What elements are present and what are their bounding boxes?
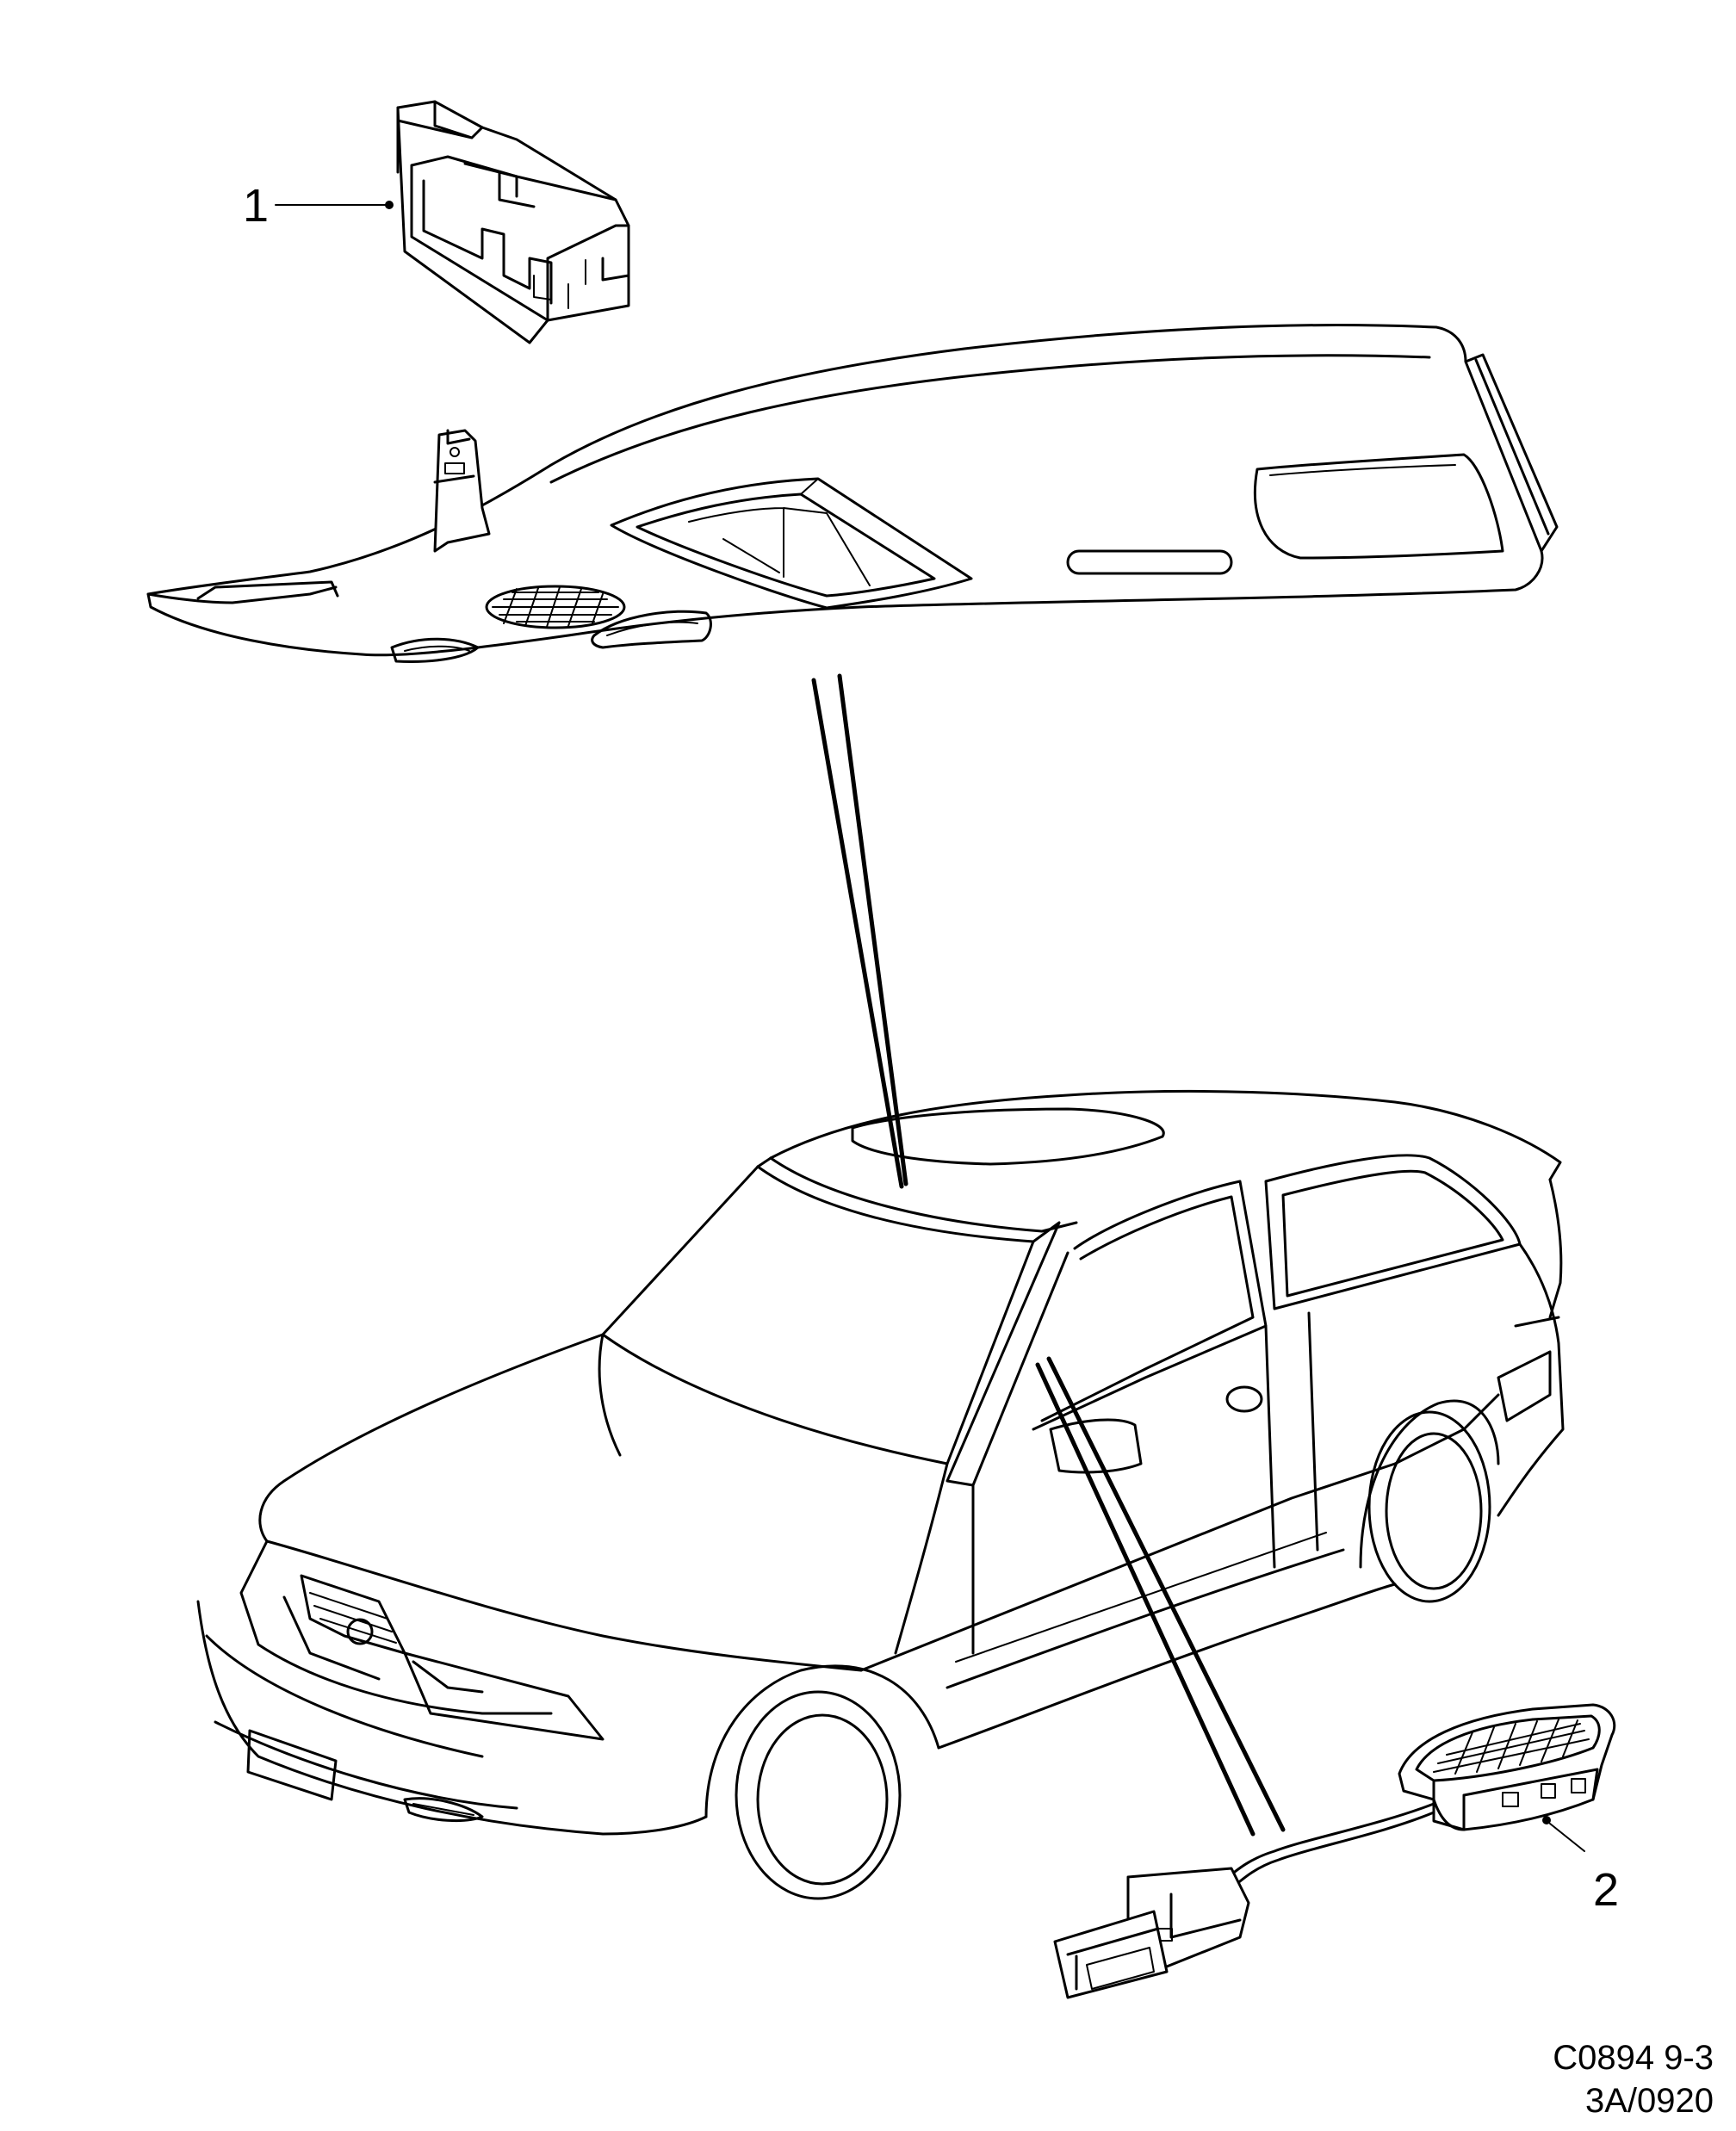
leader-lines-connector (1035, 1356, 1286, 1837)
callout-1-label: 1 (243, 180, 270, 232)
headliner-console (146, 324, 1559, 663)
leader-lines-headliner (811, 673, 908, 1189)
diagram-code-line-2: 3A/0920 (1584, 2082, 1714, 2120)
diagram-code-line-1: C0894 9-3 (1553, 2039, 1714, 2077)
callout-2-dot (1542, 1816, 1551, 1824)
part-2-courtesy-light (1053, 1703, 1616, 1999)
callout-1-dot (385, 201, 394, 209)
callout-2-leader (1549, 1823, 1585, 1852)
part-1-lamp-housing (396, 100, 630, 344)
callout-2-label: 2 (1593, 1864, 1620, 1916)
car-illustration (196, 1089, 1565, 1900)
